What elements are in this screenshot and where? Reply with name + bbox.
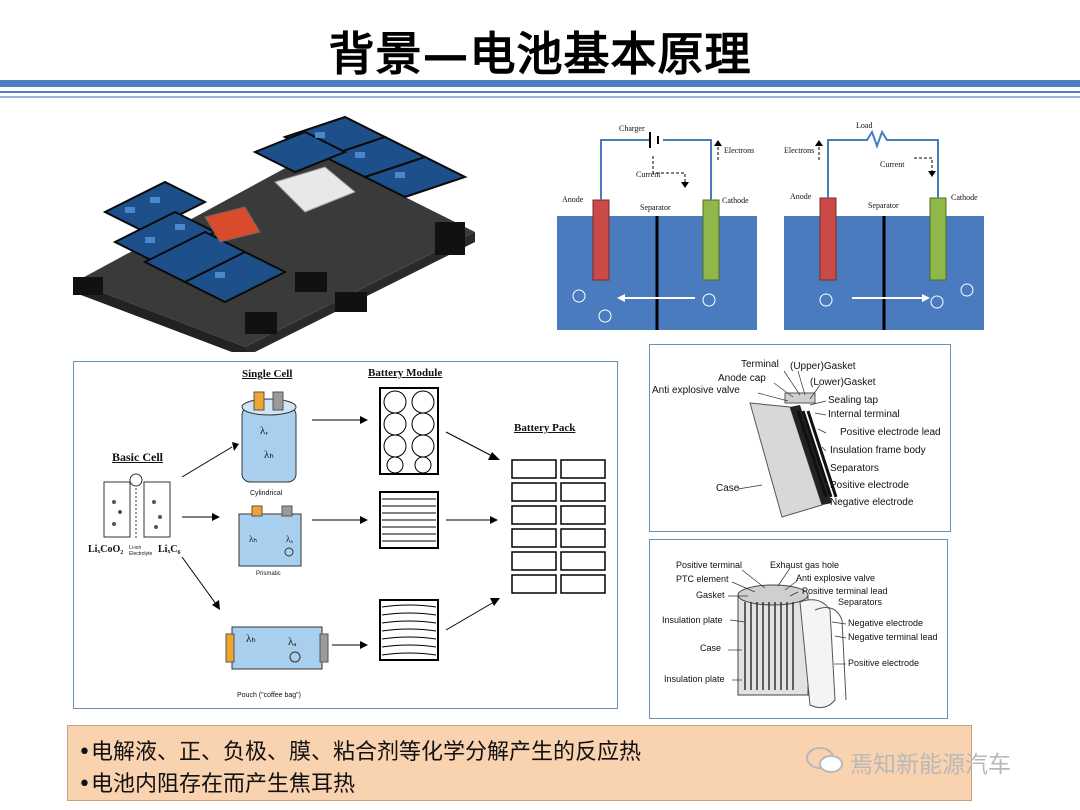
charge-separator-label: Separator <box>640 203 671 212</box>
cyl-ptc-element: PTC element <box>676 574 729 584</box>
cyl-positive-terminal-lead: Positive terminal lead <box>802 586 888 596</box>
battery-module-label: Battery Module <box>368 367 443 379</box>
wechat-icon <box>806 747 843 773</box>
charge-cathode-label: Cathode <box>722 196 749 205</box>
prism-insulation-frame: Insulation frame body <box>830 445 926 456</box>
prism-anode-cap: Anode cap <box>718 373 766 384</box>
cyl-negative-electrode: Negative electrode <box>848 618 924 628</box>
cathode-electrode <box>702 199 720 281</box>
cyl-gasket: Gasket <box>696 590 725 600</box>
cyl-positive-electrode: Positive electrode <box>848 658 920 668</box>
cathode-electrode <box>929 197 947 281</box>
electrolyte-label: Li-ion Electrolyte <box>129 545 153 557</box>
li-coo2-label: LiₓCoO₂ <box>88 544 124 555</box>
cyl-insulation-plate-bottom: Insulation plate <box>664 674 725 684</box>
charge-current-label: Current <box>636 170 661 179</box>
cyl-separators: Separators <box>838 597 883 607</box>
prism-separators: Separators <box>830 463 879 474</box>
battery-pack-label: Battery Pack <box>514 422 576 434</box>
pouch-lambda-h: λₕ <box>246 633 256 645</box>
discharge-current-label: Current <box>880 160 905 169</box>
prismatic-label: Prismatic <box>256 571 281 577</box>
prism-negative-electrode: Negative electrode <box>830 497 914 508</box>
prism-case: Case <box>716 483 740 494</box>
cylindrical-cell-frame: Positive terminal Exhaust gas hole PTC e… <box>649 539 948 719</box>
load-label: Load <box>856 121 873 130</box>
prism-internal-terminal: Internal terminal <box>828 409 900 420</box>
cyl-anti-explosive-valve: Anti explosive valve <box>796 573 876 583</box>
prism-positive-electrode: Positive electrode <box>830 480 909 491</box>
prism-positive-lead: Positive electrode lead <box>840 427 941 438</box>
battery-pack-photo <box>73 115 475 352</box>
cyl-lambda-h: λₕ <box>264 449 274 461</box>
title-rule-light <box>0 96 1080 98</box>
cylindrical-cell-drawing <box>728 567 847 709</box>
cell-hierarchy-frame: Basic Cell Single Cell Battery Module Ba… <box>73 361 618 709</box>
charge-electrons-label: Electrons <box>724 146 755 155</box>
charge-cell-diagram <box>557 132 757 330</box>
discharge-separator-label: Separator <box>868 201 899 210</box>
cyl-insulation-plate-top: Insulation plate <box>662 615 723 625</box>
discharge-cell-diagram <box>784 129 984 330</box>
li-c6-label: LiₓC₆ <box>158 544 181 555</box>
cyl-lambda-r: λᵣ <box>260 425 268 437</box>
prism-anti-explosive-valve: Anti explosive valve <box>652 385 740 396</box>
prism-lambda-h: λₕ <box>249 534 258 544</box>
prism-sealing-tap: Sealing tap <box>828 395 879 406</box>
slide-title: 背景—电池基本原理 <box>328 27 752 81</box>
note-joule-heat: •电池内阻存在而产生焦耳热 <box>78 772 355 797</box>
prism-lambda-a: λₐ <box>286 534 293 544</box>
pouch-label: Pouch ("coffee bag") <box>237 692 301 699</box>
watermark-text: 焉知新能源汽车 <box>850 752 1011 778</box>
cyl-exhaust-gas-hole: Exhaust gas hole <box>770 560 840 570</box>
discharge-electrons-label: Electrons <box>784 146 815 155</box>
prism-terminal: Terminal <box>741 359 779 370</box>
anode-electrode <box>592 199 610 281</box>
cell-hierarchy-graphics <box>103 387 606 670</box>
charge-anode-label: Anode <box>562 195 584 204</box>
prismatic-cell-drawing <box>737 370 838 518</box>
cyl-positive-terminal: Positive terminal <box>676 560 743 570</box>
anode-electrode <box>819 197 837 281</box>
charger-label: Charger <box>619 124 645 133</box>
prism-lower-gasket: (Lower)Gasket <box>810 377 876 388</box>
basic-cell-label: Basic Cell <box>112 450 163 464</box>
prismatic-cell-frame: Terminal (Upper)Gasket Anode cap (Lower)… <box>649 344 951 532</box>
cylindrical-label: Cylindrical <box>250 490 283 497</box>
prism-upper-gasket: (Upper)Gasket <box>790 361 856 372</box>
note-reaction-heat: •电解液、正、负极、膜、粘合剂等化学分解产生的反应热 <box>78 740 641 765</box>
title-rule-thin <box>0 91 1080 93</box>
discharge-anode-label: Anode <box>790 192 812 201</box>
discharge-cathode-label: Cathode <box>951 193 978 202</box>
pouch-lambda-a: λₐ <box>288 636 297 648</box>
title-rule-thick <box>0 80 1080 87</box>
cyl-negative-terminal-lead: Negative terminal lead <box>848 632 938 642</box>
single-cell-label: Single Cell <box>242 368 293 380</box>
cyl-case: Case <box>700 643 722 653</box>
